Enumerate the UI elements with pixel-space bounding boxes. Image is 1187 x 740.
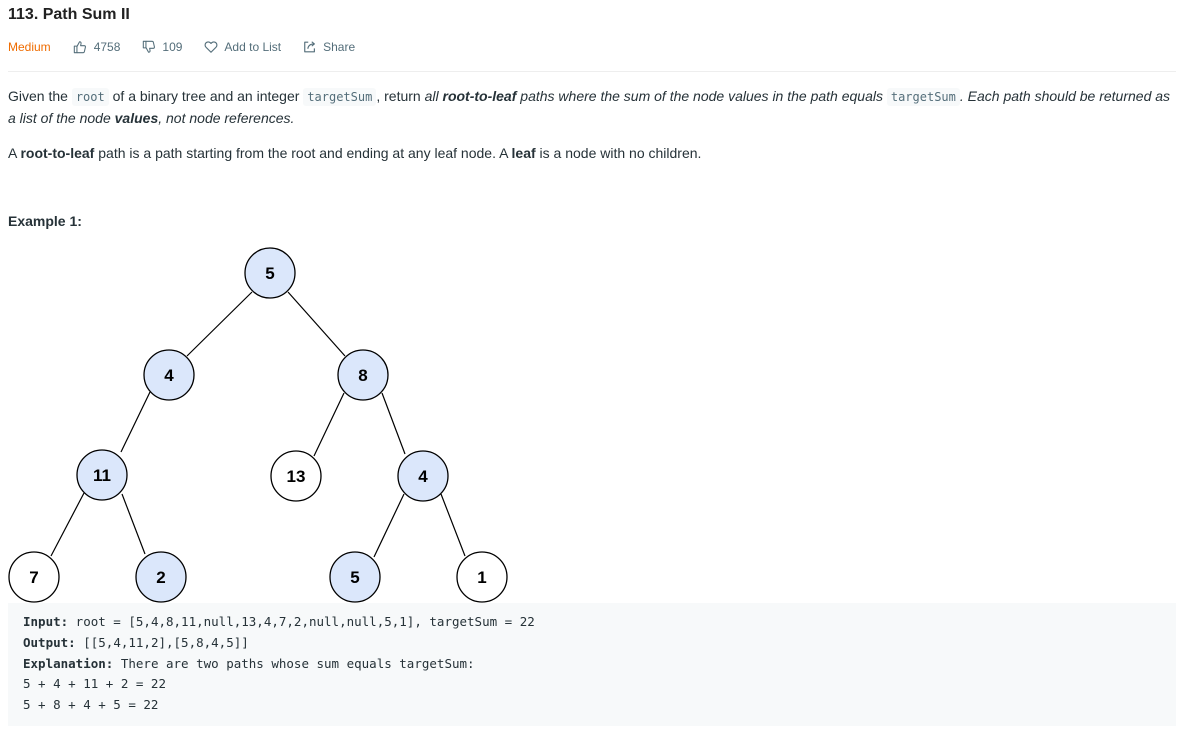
description-paragraph-2: A root-to-leaf path is a path starting f… (8, 145, 702, 161)
example-path-line-1: 5 + 4 + 11 + 2 = 22 (23, 676, 166, 692)
tree-edge (381, 392, 406, 455)
tree-edge (373, 493, 405, 558)
description-paragraph-1: Given the root of a binary tree and an i… (8, 88, 1171, 126)
tree-node: 8 (337, 349, 389, 401)
tree-nodes: 5 4 8 11 13 4 7 2 5 1 (8, 247, 508, 603)
share-button[interactable]: Share (303, 40, 355, 54)
tree-node: 2 (135, 551, 187, 603)
node-circle (135, 551, 187, 603)
dislike-count: 109 (162, 40, 183, 54)
share-label: Share (323, 40, 356, 54)
node-label: 8 (358, 366, 367, 385)
example-output-line: Output: [[5,4,11,2],[5,8,4,5]] (23, 634, 249, 650)
problem-meta-bar: Medium 4758 109 Add to List Share (8, 39, 377, 55)
tree-node: 7 (8, 551, 60, 603)
node-label: 13 (287, 467, 306, 486)
node-circle (244, 247, 296, 299)
tree-node: 4 (397, 450, 449, 502)
add-to-list-button[interactable]: Add to List (204, 40, 281, 54)
problem-title: 113. Path Sum II (8, 6, 130, 23)
header-divider (8, 71, 1176, 72)
node-label: 4 (164, 366, 174, 385)
tree-edge (313, 392, 345, 457)
node-circle (270, 450, 322, 502)
tree-node: 4 (143, 349, 195, 401)
tree-node: 5 (244, 247, 296, 299)
node-label: 1 (477, 568, 486, 587)
node-label: 11 (93, 466, 111, 485)
like-button[interactable]: 4758 (73, 40, 121, 54)
tree-edge (186, 291, 253, 357)
tree-edge (120, 391, 151, 453)
example-1-title: Example 1: (8, 213, 82, 229)
example-explanation-line: Explanation: There are two paths whose s… (23, 655, 475, 671)
example-path-line-2: 5 + 8 + 4 + 5 = 22 (23, 697, 159, 713)
problem-description: Given the root of a binary tree and an i… (8, 86, 1176, 178)
node-label: 7 (29, 568, 38, 587)
thumbs-down-icon (143, 40, 156, 53)
example-1-code-block: Input: root = [5,4,8,11,null,13,4,7,2,nu… (8, 603, 1176, 726)
heart-icon (204, 41, 218, 53)
add-to-list-label: Add to List (224, 40, 282, 54)
tree-node: 1 (456, 551, 508, 603)
tree-node: 11 (76, 449, 128, 501)
binary-tree-diagram: 5 4 8 11 13 4 7 2 5 1 (8, 247, 508, 603)
node-label: 5 (350, 568, 359, 587)
node-label: 5 (265, 264, 274, 283)
tree-node: 13 (270, 450, 322, 502)
thumbs-up-icon (73, 41, 86, 54)
like-count: 4758 (93, 40, 121, 54)
node-label: 2 (156, 568, 165, 587)
tree-edge (440, 493, 466, 557)
inline-code-targetsum: targetSum (303, 88, 377, 106)
node-circle (337, 349, 389, 401)
node-circle (143, 349, 195, 401)
node-circle (76, 449, 128, 501)
node-circle (397, 450, 449, 502)
tree-edge (50, 492, 85, 557)
tree-edges (50, 291, 466, 558)
node-circle (456, 551, 508, 603)
node-label: 4 (418, 467, 428, 486)
node-circle (329, 551, 381, 603)
dislike-button[interactable]: 109 (142, 40, 182, 54)
tree-edge (121, 493, 146, 555)
inline-code-targetsum: targetSum (886, 88, 960, 106)
node-circle (8, 551, 60, 603)
tree-node: 5 (329, 551, 381, 603)
share-icon (304, 41, 316, 53)
tree-edge (287, 291, 346, 357)
difficulty-label: Medium (8, 40, 51, 54)
inline-code-root: root (71, 88, 109, 106)
example-input-line: Input: root = [5,4,8,11,null,13,4,7,2,nu… (23, 614, 535, 629)
